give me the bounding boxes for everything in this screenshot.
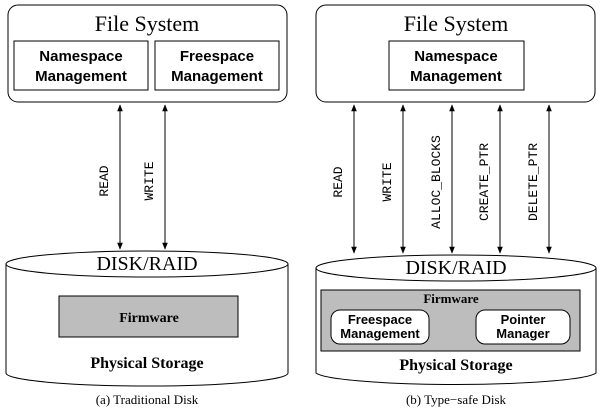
right-namespace-management-box: [388, 40, 525, 91]
right-pointer-manager-box: [475, 309, 571, 345]
right-namespace-label-line2: Management: [410, 68, 502, 85]
left-write-label: WRITE: [142, 161, 157, 200]
right-namespace-label-line1: Namespace: [414, 48, 497, 65]
right-physical-storage-label: Physical Storage: [399, 357, 512, 374]
right-write-label: WRITE: [380, 162, 395, 201]
left-file-system-title: File System: [95, 11, 200, 36]
right-disk-cylinder-top: [315, 254, 597, 282]
right-pointer-label-line1: Pointer: [501, 312, 546, 327]
right-freespace-label-line2: Management: [340, 326, 420, 341]
left-freespace-label-line2: Management: [171, 68, 263, 85]
right-alloc-blocks-label: ALLOC_BLOCKS: [429, 135, 444, 229]
left-physical-storage-label: Physical Storage: [90, 355, 203, 372]
left-disk-raid-title: DISK/RAID: [96, 253, 197, 275]
type-safe-disk-panel: File System Namespace Management READ WR…: [315, 4, 597, 407]
right-delete-ptr-label: DELETE_PTR: [526, 143, 541, 221]
right-create-ptr-label: CREATE_PTR: [477, 143, 492, 221]
right-disk-raid-title: DISK/RAID: [405, 257, 506, 279]
right-freespace-label-line1: Freespace: [348, 312, 412, 327]
right-caption: (b) Type−safe Disk: [406, 392, 507, 407]
left-freespace-management-box: [154, 40, 280, 91]
left-read-label: READ: [97, 165, 112, 196]
left-disk-cylinder-top: [5, 250, 289, 278]
left-firmware-label: Firmware: [119, 311, 179, 326]
left-caption: (a) Traditional Disk: [96, 392, 199, 407]
left-namespace-label-line2: Management: [35, 68, 127, 85]
left-namespace-label-line1: Namespace: [39, 48, 122, 65]
right-freespace-management-box: [330, 309, 430, 345]
right-file-system-title: File System: [404, 11, 509, 36]
right-pointer-label-line2: Manager: [496, 326, 549, 341]
left-namespace-management-box: [13, 40, 149, 91]
left-firmware-box: [58, 295, 239, 338]
traditional-disk-panel: File System Namespace Management Freespa…: [5, 4, 289, 407]
left-freespace-label-line1: Freespace: [180, 48, 254, 65]
right-read-label: READ: [331, 166, 346, 197]
right-firmware-label: Firmware: [423, 291, 479, 306]
